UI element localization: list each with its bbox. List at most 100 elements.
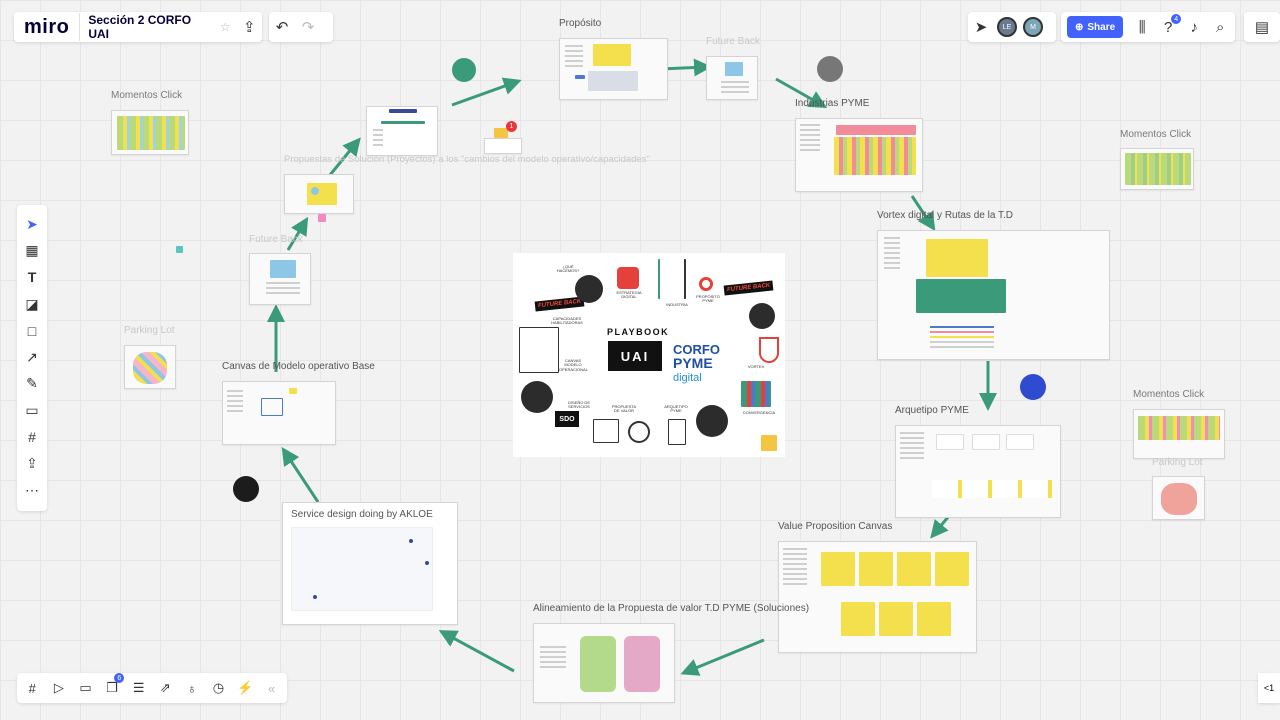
frame-parking-left[interactable] bbox=[124, 345, 176, 389]
search-icon[interactable]: ⌕ bbox=[1215, 18, 1225, 36]
bell-icon[interactable]: ♪ bbox=[1190, 18, 1198, 36]
avatar[interactable]: LE bbox=[997, 17, 1017, 37]
avatar-sticker-blue[interactable] bbox=[1020, 374, 1046, 400]
arrow-futureback-to-industrias bbox=[775, 77, 828, 108]
future-back-badge-left: FUTURE BACK bbox=[534, 296, 585, 312]
avatar-sticker-green[interactable] bbox=[452, 58, 476, 82]
comment-icon[interactable]: ▭ bbox=[25, 401, 39, 418]
value-prop-icon bbox=[628, 421, 650, 443]
frame-label-canvas-base[interactable]: Canvas de Modelo operativo Base bbox=[222, 361, 375, 372]
timer-icon[interactable]: ◷ bbox=[212, 680, 225, 695]
arrow-alineamiento-to-service bbox=[438, 630, 515, 673]
power-icon[interactable]: ⚡ bbox=[236, 680, 254, 695]
frame-parking-right[interactable] bbox=[1152, 476, 1205, 520]
future-back-badge-right: FUTURE BACK bbox=[723, 280, 774, 296]
text-icon[interactable]: T bbox=[27, 269, 37, 286]
frame-label-proposito[interactable]: Propósito bbox=[559, 18, 602, 29]
frame-future-back-top[interactable] bbox=[706, 56, 758, 100]
collaborators-bar: ➤ LE M bbox=[968, 12, 1056, 42]
frame-propuestas[interactable] bbox=[284, 174, 354, 214]
comment-sticky[interactable] bbox=[494, 128, 508, 138]
frame-service-design[interactable]: Service design doing by AKLOE bbox=[282, 502, 458, 625]
frame-label-momentos-left[interactable]: Momentos Click bbox=[111, 90, 183, 101]
frame-momentos-right-bottom[interactable] bbox=[1133, 409, 1225, 459]
node-propuesta bbox=[696, 405, 728, 437]
frame-label-value-prop[interactable]: Value Proposition Canvas bbox=[778, 521, 893, 532]
arquetipo-card-icon bbox=[668, 419, 686, 445]
upload-icon[interactable]: ⇪ bbox=[26, 455, 38, 472]
label-vortex: VORTEX bbox=[747, 364, 765, 369]
comment-card[interactable] bbox=[484, 138, 522, 154]
pen-icon[interactable]: ✎ bbox=[26, 375, 38, 392]
help-icon[interactable]: ? 4 bbox=[1155, 14, 1182, 40]
frame-label-vortex[interactable]: Vortex digital y Rutas de la T.D bbox=[877, 210, 1013, 221]
collapse-icon[interactable]: « bbox=[268, 680, 276, 696]
board-title[interactable]: Sección 2 CORFO UAI bbox=[79, 13, 220, 41]
frame-momentos-right-top[interactable] bbox=[1120, 148, 1194, 190]
frame-arquetipo[interactable] bbox=[895, 425, 1061, 518]
arrow-propuestas-to-node bbox=[328, 137, 361, 176]
templates-icon[interactable]: ▦ bbox=[25, 242, 39, 259]
redo-icon[interactable]: ↷ bbox=[301, 19, 315, 36]
undo-icon[interactable]: ↶ bbox=[275, 19, 289, 36]
sticky-pink[interactable] bbox=[318, 214, 326, 222]
frame-arrow-node[interactable] bbox=[366, 106, 438, 156]
sticky-teal[interactable] bbox=[176, 246, 183, 253]
avatar-sticker-black[interactable] bbox=[233, 476, 259, 502]
frame-canvas-base[interactable] bbox=[222, 381, 336, 445]
arrow-node-to-proposito bbox=[451, 77, 522, 107]
arrow-vpc-to-alineamiento bbox=[680, 638, 765, 676]
frame-label-arquetipo[interactable]: Arquetipo PYME bbox=[895, 405, 969, 416]
comment-badge[interactable]: 1 bbox=[506, 121, 517, 132]
frame-label-future-back-left[interactable]: Future Back bbox=[249, 234, 303, 245]
frame-label-parking-right[interactable]: Parking Lot bbox=[1152, 457, 1203, 468]
frame-momentos-left[interactable] bbox=[111, 110, 189, 155]
share-button[interactable]: ⊕ Share bbox=[1067, 16, 1124, 38]
cards-icon[interactable]: ❐ 6 bbox=[99, 673, 126, 701]
frame-icon[interactable]: # bbox=[28, 429, 36, 446]
vote-icon[interactable]: ♁ bbox=[186, 680, 197, 696]
frame-alineamiento[interactable] bbox=[533, 623, 675, 703]
side-panel-icon[interactable]: ▤ bbox=[1254, 19, 1270, 36]
frames-icon[interactable]: # bbox=[28, 680, 36, 696]
sticky-note-icon[interactable]: ◪ bbox=[25, 295, 39, 312]
frame-vortex[interactable] bbox=[877, 230, 1110, 360]
frame-label-future-back-top[interactable]: Future Back bbox=[706, 36, 760, 47]
frame-label-momentos-right-bottom[interactable]: Momentos Click bbox=[1133, 389, 1205, 400]
corfo-logo: CORFO PYME digital bbox=[673, 343, 720, 384]
frame-proposito[interactable] bbox=[559, 38, 668, 100]
frame-label-alineamiento[interactable]: Alineamiento de la Propuesta de valor T.… bbox=[533, 603, 810, 614]
share-screen-icon[interactable]: ⇗ bbox=[159, 680, 171, 695]
zoom-control[interactable]: <1 bbox=[1258, 673, 1280, 703]
side-panel-toggle[interactable]: ▤ bbox=[1244, 12, 1280, 42]
frame-industrias[interactable] bbox=[795, 118, 923, 192]
shape-icon[interactable]: □ bbox=[27, 322, 37, 339]
label-capacidades: CAPACIDADES HABILITADORAS bbox=[551, 316, 583, 326]
help-badge: 4 bbox=[1171, 14, 1182, 24]
miro-logo[interactable]: miro bbox=[24, 15, 70, 38]
frame-value-prop[interactable] bbox=[778, 541, 977, 653]
frame-label-momentos-right-top[interactable]: Momentos Click bbox=[1120, 129, 1192, 140]
collaboration-toolbar: # ▷ ▭ ❐ 6 ☰ ⇗ ♁ ◷ ⚡ « bbox=[17, 673, 287, 703]
label-industria: INDUSTRIA bbox=[666, 302, 688, 307]
miro-sticker bbox=[761, 435, 777, 451]
cursor-icon[interactable]: ➤ bbox=[974, 19, 988, 36]
presentation-icon[interactable]: ▷ bbox=[53, 680, 64, 695]
settings-sliders-icon[interactable]: ⫼ bbox=[1138, 18, 1146, 36]
upload-icon[interactable]: ⇪ bbox=[243, 19, 256, 36]
chat-icon[interactable]: ▭ bbox=[79, 680, 92, 695]
star-icon[interactable]: ☆ bbox=[219, 20, 231, 34]
arrow-icon[interactable]: ↗ bbox=[26, 348, 38, 365]
frame-label-propuestas[interactable]: Propuestas de Solución (Proyectos) a los… bbox=[284, 154, 650, 165]
avatar-sticker-gray[interactable] bbox=[817, 56, 843, 82]
frame-future-back-left[interactable] bbox=[249, 253, 311, 305]
label-diseno: DISEÑO DE SERVICIOS bbox=[567, 400, 590, 410]
label-propuesta: PROPUESTA DE VALOR bbox=[611, 404, 637, 414]
playbook-graphic[interactable]: FUTURE BACK FUTURE BACK ¿QUÉ HACEMOS? ES… bbox=[513, 253, 785, 457]
avatar[interactable]: M bbox=[1023, 17, 1043, 37]
list-icon[interactable]: ☰ bbox=[132, 680, 145, 695]
frame-label-parking-left[interactable]: Parking Lot bbox=[124, 325, 175, 336]
select-icon[interactable]: ➤ bbox=[26, 215, 38, 232]
more-icon[interactable]: ⋯ bbox=[25, 481, 39, 498]
frame-label-industrias[interactable]: Industrias PYME bbox=[795, 98, 870, 109]
